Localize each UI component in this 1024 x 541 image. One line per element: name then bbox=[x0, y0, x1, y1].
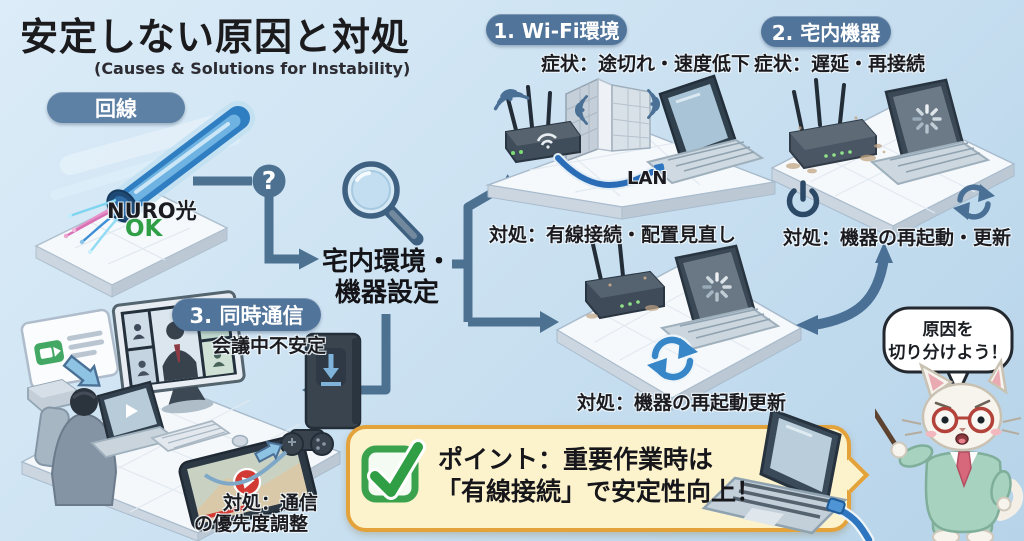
keyboard bbox=[150, 420, 232, 452]
mouse bbox=[231, 434, 249, 448]
mascot-bubble-line2: 切り分けよう！ bbox=[888, 343, 1008, 363]
desk-laptop bbox=[90, 380, 179, 458]
mascot-cat bbox=[875, 306, 1024, 541]
check-icon bbox=[361, 439, 426, 503]
card-arrow bbox=[62, 354, 101, 387]
restart-refresh-icon bbox=[647, 334, 698, 383]
video-call-card bbox=[20, 308, 120, 390]
line-status-ok: OK bbox=[125, 216, 163, 242]
concurrent-solution-line1: 対処：通信 bbox=[223, 492, 319, 514]
fiber-strands bbox=[65, 198, 121, 253]
fiber-line-illustration bbox=[34, 101, 255, 298]
diagnosis-label-line1: 宅内環境・ bbox=[321, 247, 452, 277]
question-connector bbox=[193, 176, 299, 264]
wired-laptop bbox=[701, 407, 875, 541]
restart-laptop bbox=[659, 244, 781, 352]
restart-router bbox=[585, 234, 665, 320]
badge-home-devices: 2. 宅内機器 bbox=[761, 16, 891, 47]
badge-line: 回線 bbox=[47, 92, 185, 123]
lan-cable-plug bbox=[836, 506, 873, 541]
arrow-to-diagnosis bbox=[299, 248, 319, 270]
refresh-icon bbox=[953, 184, 995, 220]
home-devices-illustration bbox=[770, 78, 1016, 239]
slow-laptop bbox=[869, 78, 991, 186]
mascot-bubble-line1: 原因を bbox=[922, 320, 974, 340]
wifi-symptom: 症状：途切れ・速度低下 bbox=[541, 53, 751, 75]
devices-symptom: 症状：遅延・再接続 bbox=[754, 53, 926, 75]
question-circle bbox=[252, 164, 286, 198]
concurrent-solution-line2: の優先度調整 bbox=[194, 513, 309, 535]
download-console bbox=[304, 332, 362, 430]
provider-name: NURO光 bbox=[107, 199, 197, 223]
console-cable bbox=[203, 450, 288, 486]
console-arrow bbox=[253, 440, 283, 463]
curved-connector bbox=[796, 242, 893, 335]
magnifier-icon bbox=[342, 161, 424, 246]
speech-bubble bbox=[882, 306, 1014, 374]
dust-specks bbox=[786, 116, 886, 174]
concurrent-symptom: 会議中不安定 bbox=[212, 335, 327, 357]
diagnosis-label-line2: 機器設定 bbox=[334, 278, 439, 308]
wifi-environment-illustration bbox=[485, 74, 778, 220]
lan-cable bbox=[555, 155, 655, 188]
power-icon bbox=[786, 180, 820, 218]
devices-solution: 対処：機器の再起動・更新 bbox=[783, 227, 1012, 249]
question-mark-icon: ? bbox=[261, 166, 277, 195]
lan-cable-label: LAN bbox=[627, 168, 668, 189]
badge-wifi-environment: 1. Wi-Fi環境 bbox=[486, 14, 627, 45]
point-text-line2: 「有線接続」で安定性向上！ bbox=[436, 477, 762, 506]
video-tablet bbox=[178, 434, 317, 532]
page-title: 安定しない原因と対処 bbox=[20, 15, 411, 59]
wifi-solution: 対処：有線接続・配置見直し bbox=[489, 224, 737, 246]
arrow-to-restart bbox=[540, 311, 559, 333]
point-text-line1: ポイント：重要作業時は bbox=[438, 445, 714, 474]
page-subtitle: (Causes & Solutions for Instability) bbox=[94, 59, 411, 78]
game-controller bbox=[280, 429, 334, 456]
badge-concurrent-traffic: 3. 同時通信 bbox=[172, 298, 321, 331]
whiskers bbox=[901, 417, 1022, 436]
concurrent-illustration bbox=[20, 290, 362, 541]
download-icon bbox=[321, 354, 341, 386]
dusty-router bbox=[786, 78, 886, 174]
wifi-laptop bbox=[645, 74, 765, 185]
wifi-router bbox=[505, 85, 581, 164]
restart-solution: 対処：機器の再起動更新 bbox=[577, 392, 787, 414]
restart-illustration bbox=[555, 234, 803, 411]
